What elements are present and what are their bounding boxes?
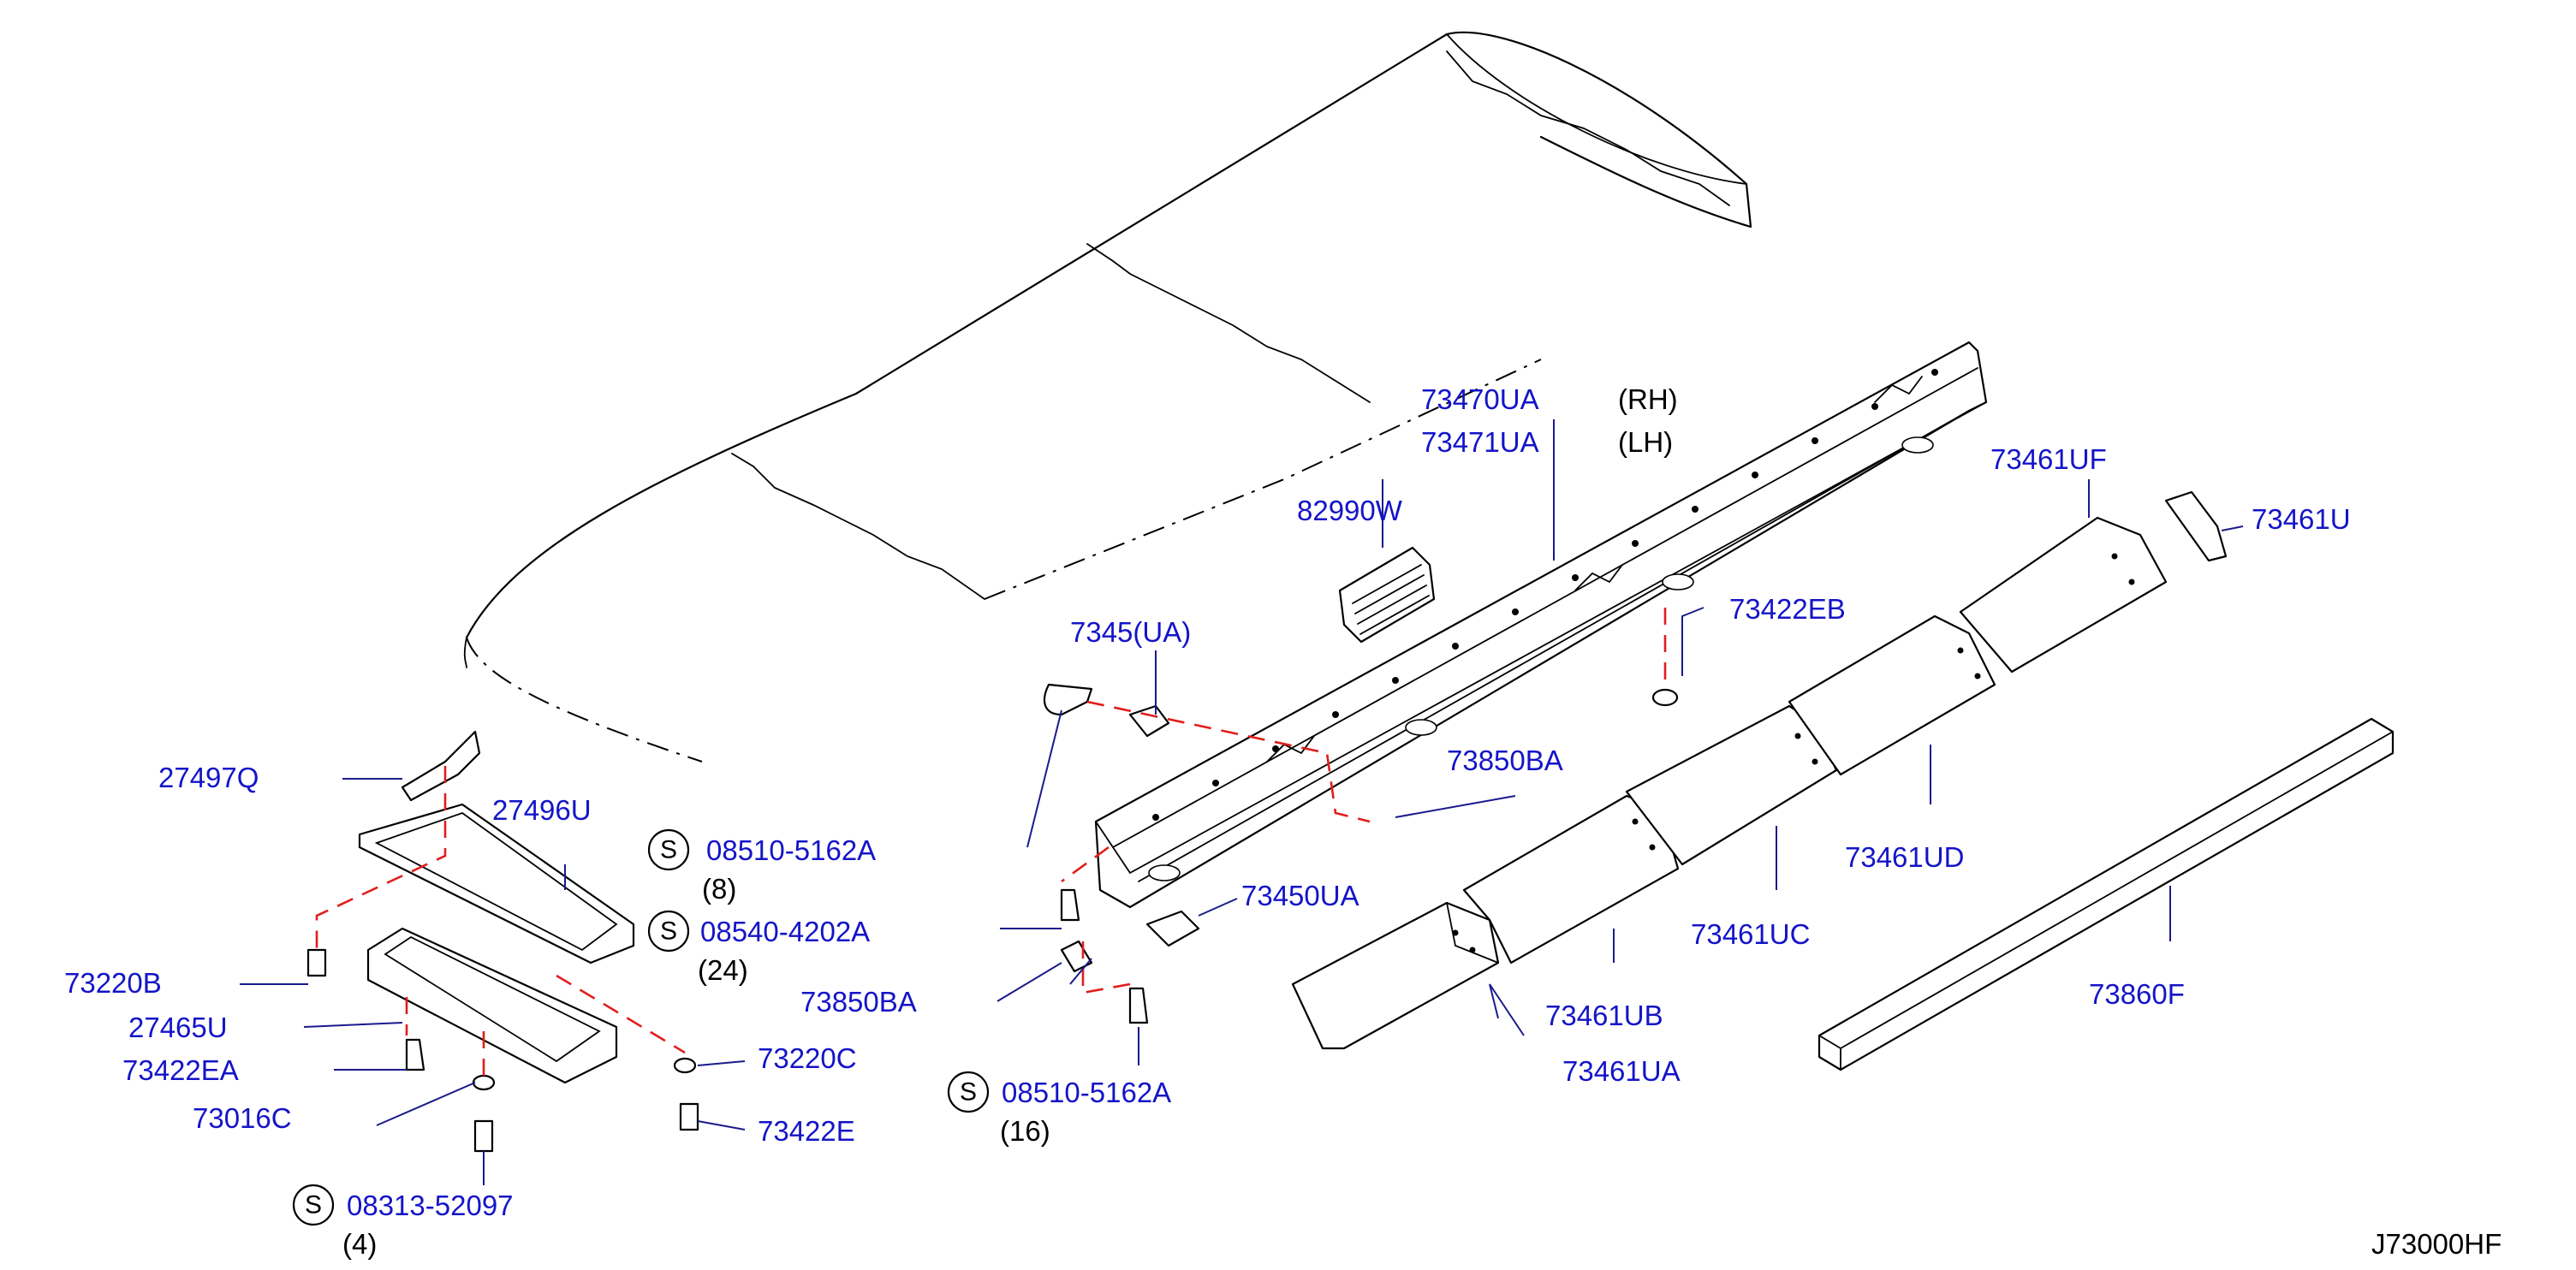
vent-grille-icon: [1338, 546, 1436, 644]
nut-icon: [1651, 688, 1679, 707]
label-82990W: 82990W: [1297, 495, 1403, 526]
bolt-icon: [306, 888, 1149, 1153]
label-73471UA: 73471UA: [1421, 426, 1539, 458]
part-labels: 73470UA (RH) 73471UA (LH) 82990W 7345(UA…: [64, 383, 2351, 1147]
label-73461UA: 73461UA: [1562, 1055, 1681, 1087]
screw-part-1: 08510-5162A: [706, 834, 876, 866]
label-73450UA: 73450UA: [1241, 880, 1359, 911]
rail-cover-segment-icon: [1291, 490, 2228, 1050]
label-73860F: 73860F: [2089, 978, 2185, 1010]
screw-part-2: 08540-4202A: [700, 916, 870, 947]
label-73220C: 73220C: [758, 1042, 857, 1074]
screw-callout-3: S 08510-5162A (16): [947, 1071, 1171, 1147]
washer-icon: [472, 1057, 697, 1091]
label-7345x: 7345(UA): [1070, 616, 1191, 648]
label-73220B: 73220B: [64, 967, 162, 999]
label-73461UC: 73461UC: [1691, 918, 1810, 950]
label-27465U: 27465U: [128, 1012, 228, 1043]
label-73461UD: 73461UD: [1845, 841, 1964, 873]
label-73422EB: 73422EB: [1729, 593, 1846, 625]
roof-rail-icon: [1094, 341, 1988, 909]
screw-part-3: 08510-5162A: [1002, 1077, 1171, 1108]
label-73470UA: 73470UA: [1421, 383, 1539, 415]
foam-strip-icon: [1817, 717, 2395, 1071]
label-73422EA: 73422EA: [122, 1054, 239, 1086]
roof-panel: [463, 31, 1752, 763]
screw-qty-4: (4): [342, 1228, 377, 1260]
leader-lines: [240, 419, 2244, 1185]
label-73422E: 73422E: [758, 1115, 855, 1147]
assembly-guide-lines: [315, 608, 1667, 1078]
screw-qty-3: (16): [1000, 1115, 1050, 1147]
label-73470UA-side: (RH): [1618, 383, 1678, 415]
screw-callout-2: S 08540-4202A (24): [647, 910, 870, 986]
label-27496U: 27496U: [492, 794, 592, 826]
screw-qty-2: (24): [698, 954, 748, 986]
screw-callout-4: S 08313-52097 (4): [292, 1184, 514, 1260]
screw-symbol-2: S: [660, 917, 677, 946]
label-73461UF: 73461UF: [1990, 443, 2107, 475]
screw-qty-1: (8): [702, 873, 736, 905]
clip-icon: [1043, 683, 1200, 973]
diagram-id: J73000HF: [2371, 1228, 2502, 1260]
screw-symbol-4: S: [305, 1191, 322, 1220]
label-73850BA-top: 73850BA: [1447, 745, 1563, 776]
label-73471UA-side: (LH): [1618, 426, 1673, 458]
bracket-icon: [401, 730, 481, 802]
screw-symbol-3: S: [960, 1078, 977, 1107]
label-73461U: 73461U: [2252, 503, 2351, 535]
screw-callout-1: S 08510-5162A (8): [647, 828, 876, 905]
label-73850BA-bottom: 73850BA: [800, 986, 917, 1018]
screw-part-4: 08313-52097: [347, 1190, 514, 1221]
screw-symbol-1: S: [660, 836, 677, 864]
label-73016C: 73016C: [193, 1102, 292, 1134]
carrier-plate-icon: [358, 803, 635, 1084]
label-27497Q: 27497Q: [158, 762, 259, 793]
label-73461UB: 73461UB: [1545, 1000, 1663, 1031]
